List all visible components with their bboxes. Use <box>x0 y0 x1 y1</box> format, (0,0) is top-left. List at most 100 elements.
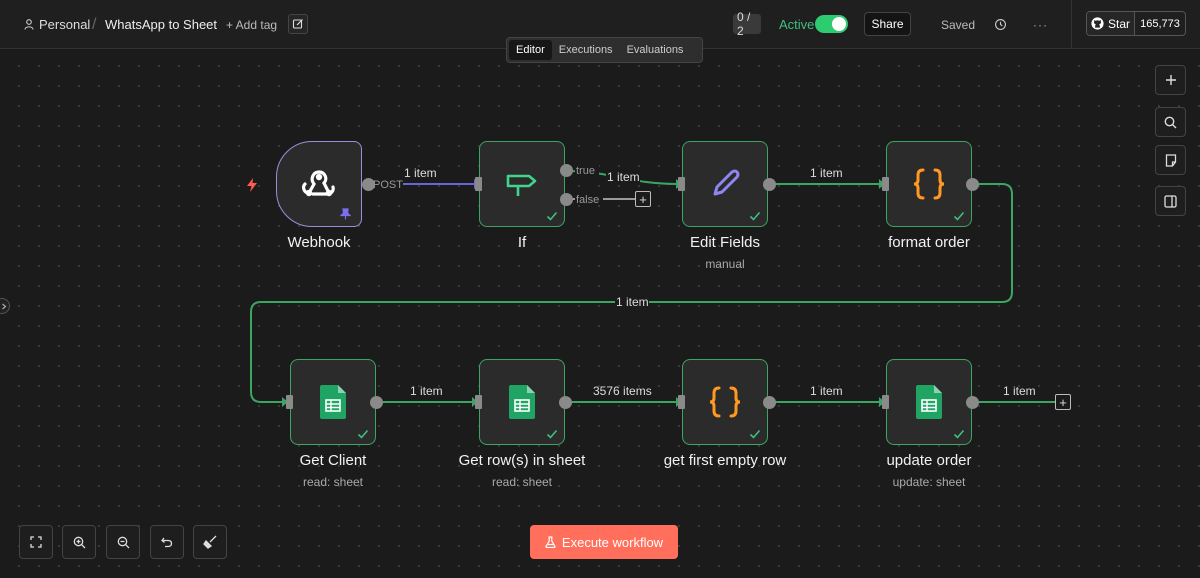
node-subtitle-edit-fields: manual <box>705 257 745 271</box>
execute-workflow-button[interactable]: Execute workflow <box>530 525 678 559</box>
edge-format-getclient-arrow <box>282 397 288 407</box>
version-count-badge: 0 / 2 <box>733 10 761 38</box>
node-get-rows[interactable] <box>479 359 565 445</box>
project-name: Personal <box>39 17 91 32</box>
more-options-icon[interactable]: ··· <box>1033 17 1048 32</box>
tab-executions[interactable]: Executions <box>558 44 613 56</box>
node-get-client[interactable] <box>290 359 376 445</box>
code-braces-icon <box>709 386 741 418</box>
fit-view-button[interactable] <box>19 525 53 559</box>
webhook-icon <box>302 170 335 197</box>
google-sheets-icon <box>509 385 535 419</box>
chevron-right-icon <box>2 303 7 309</box>
node-title-first-empty-row: get first empty row <box>663 452 787 469</box>
edit-description-button[interactable] <box>288 14 308 34</box>
node-title-get-rows: Get row(s) in sheet <box>458 452 586 469</box>
header-divider <box>1071 0 1072 49</box>
node-edit-fields[interactable] <box>682 141 768 227</box>
toggle-panel-button[interactable] <box>1155 186 1186 216</box>
zoom-in-button[interactable] <box>62 525 96 559</box>
node-update-order[interactable] <box>886 359 972 445</box>
signpost-icon <box>506 174 537 196</box>
workflow-title[interactable]: WhatsApp to Sheet <box>105 17 218 32</box>
node-format-order[interactable] <box>886 141 972 227</box>
node-subtitle-get-rows: read: sheet <box>491 475 553 489</box>
search-nodes-button[interactable] <box>1155 107 1186 137</box>
view-tabs: Editor Executions Evaluations <box>506 37 703 63</box>
edge-label-webhook-method: POST <box>373 179 403 191</box>
node-title-get-client: Get Client <box>299 452 367 469</box>
format-order-output-handle[interactable] <box>966 178 979 191</box>
undo-button[interactable] <box>150 525 184 559</box>
edge-label-first-update: 1 item <box>810 384 843 398</box>
github-star-widget[interactable]: Star 165,773 <box>1086 11 1186 36</box>
node-webhook[interactable] <box>276 141 362 227</box>
node-first-empty-row[interactable] <box>682 359 768 445</box>
breadcrumb-separator: / <box>92 15 97 33</box>
google-sheets-icon <box>320 385 346 419</box>
add-node-button[interactable] <box>1155 65 1186 95</box>
node-title-update-order: update order <box>886 452 972 469</box>
node-if[interactable] <box>479 141 565 227</box>
github-star-button[interactable]: Star <box>1087 12 1135 35</box>
add-node-end-button[interactable]: + <box>1055 394 1071 410</box>
github-star-count: 165,773 <box>1140 17 1180 30</box>
user-icon <box>24 19 34 30</box>
tab-evaluations[interactable]: Evaluations <box>626 44 684 56</box>
first-empty-row-input-handle[interactable] <box>678 395 685 409</box>
github-star-label: Star <box>1107 16 1130 31</box>
if-true-handle[interactable] <box>560 164 573 177</box>
add-tag-button[interactable]: + Add tag <box>226 17 278 32</box>
update-order-input-handle[interactable] <box>882 395 889 409</box>
sticky-note-button[interactable] <box>1155 145 1186 175</box>
edge-label-if-true: true <box>576 165 595 177</box>
format-order-input-handle[interactable] <box>882 177 889 191</box>
tidy-up-button[interactable] <box>193 525 227 559</box>
webhook-output-handle[interactable] <box>362 178 375 191</box>
sticky-note-icon <box>1165 153 1176 167</box>
node-subtitle-get-client: read: sheet <box>302 475 364 489</box>
zoom-out-button[interactable] <box>106 525 140 559</box>
edge-label-webhook-if: 1 item <box>404 166 437 180</box>
search-icon <box>1164 116 1177 128</box>
get-rows-input-handle[interactable] <box>475 395 482 409</box>
update-order-output-handle[interactable] <box>966 396 979 409</box>
get-client-input-handle[interactable] <box>286 395 293 409</box>
code-braces-icon <box>913 168 945 200</box>
active-toggle[interactable] <box>815 15 848 33</box>
node-subtitle-update-order: update: sheet <box>892 475 966 489</box>
share-button[interactable]: Share <box>864 12 911 36</box>
google-sheets-icon <box>916 385 942 419</box>
add-node-false-button[interactable]: + <box>635 191 651 207</box>
edge-label-getclient-getrows: 1 item <box>410 384 443 398</box>
workflow-canvas[interactable] <box>0 50 1200 578</box>
zoom-in-icon <box>73 536 85 548</box>
success-check-icon <box>953 429 965 439</box>
broom-icon <box>203 535 217 549</box>
breadcrumb-project[interactable]: Personal <box>24 0 90 49</box>
edit-fields-output-handle[interactable] <box>763 178 776 191</box>
edit-fields-input-handle[interactable] <box>678 177 685 191</box>
undo-icon <box>161 537 173 548</box>
success-check-icon <box>357 429 369 439</box>
trigger-bolt-icon <box>247 178 257 192</box>
if-input-handle[interactable] <box>475 177 482 191</box>
if-false-handle[interactable] <box>560 193 573 206</box>
node-title-if: If <box>517 234 527 251</box>
success-check-icon <box>546 429 558 439</box>
fit-view-icon <box>30 536 42 548</box>
success-check-icon <box>953 211 965 221</box>
node-title-format-order: format order <box>888 234 970 251</box>
github-icon <box>1091 17 1104 30</box>
node-title-edit-fields: Edit Fields <box>689 234 761 251</box>
edge-label-format-getclient: 1 item <box>616 295 649 309</box>
first-empty-row-output-handle[interactable] <box>763 396 776 409</box>
edge-label-if-edit: 1 item <box>607 170 640 184</box>
get-client-output-handle[interactable] <box>370 396 383 409</box>
get-rows-output-handle[interactable] <box>559 396 572 409</box>
zoom-out-icon <box>117 536 129 548</box>
tab-editor[interactable]: Editor <box>509 40 552 60</box>
plus-icon <box>1165 75 1176 85</box>
history-icon[interactable] <box>992 16 1008 32</box>
